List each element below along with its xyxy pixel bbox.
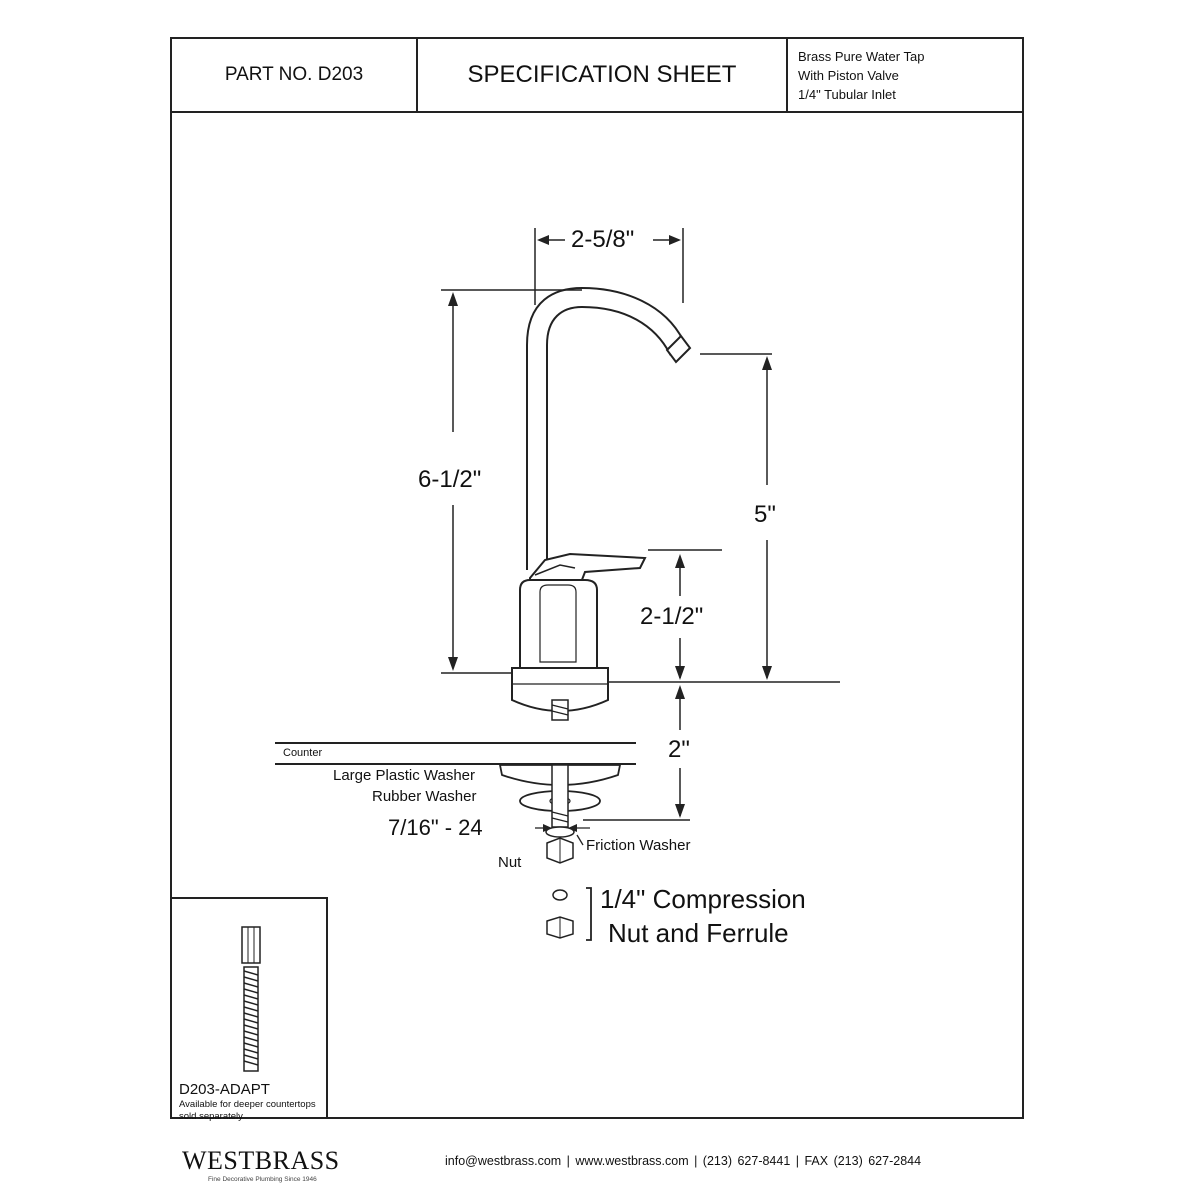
faucet-body: [519, 579, 598, 669]
adapter-box: D203-ADAPT Available for deeper countert…: [172, 897, 328, 1122]
adapter-drawing: [241, 926, 261, 1072]
label-spout-height: 5": [754, 501, 776, 528]
label-nut: Nut: [498, 854, 522, 871]
ferrule: [552, 889, 568, 901]
dim-overall-height: [441, 289, 582, 674]
thread-callout: [535, 824, 590, 846]
aerator: [665, 334, 692, 364]
label-counter: Counter: [283, 747, 323, 759]
adapter-note: Available for deeper countertops sold se…: [179, 1099, 316, 1122]
adapter-name: D203-ADAPT: [179, 1081, 270, 1098]
label-thread-size: 7/16" - 24: [388, 815, 483, 840]
spout: [526, 286, 685, 570]
dim-spout-height: [608, 353, 840, 683]
description-line-2: With Piston Valve: [798, 67, 899, 83]
label-compression-2: Nut and Ferrule: [608, 918, 789, 948]
label-large-plastic-washer: Large Plastic Washer: [333, 767, 476, 784]
dim-spout-reach: [534, 228, 684, 305]
label-handle-height: 2-1/2": [640, 603, 704, 630]
logo-tagline: Fine Decorative Plumbing Since 1946: [208, 1176, 317, 1183]
label-friction-washer: Friction Washer: [586, 837, 691, 854]
label-overall-height: 6-1/2": [418, 466, 482, 493]
part-number: PART NO. D203: [172, 39, 418, 113]
product-description: Brass Pure Water Tap With Piston Valve 1…: [788, 39, 1022, 113]
dim-shank-length: [583, 685, 690, 821]
friction-washer: [545, 826, 575, 838]
spec-sheet-frame: PART NO. D203 SPECIFICATION SHEET Brass …: [170, 37, 1024, 1122]
label-compression-1: 1/4" Compression: [600, 884, 806, 914]
label-shank-length: 2": [668, 736, 690, 763]
label-rubber-washer: Rubber Washer: [372, 788, 477, 805]
westbrass-logo: WESTBRASS: [182, 1146, 340, 1175]
contact-info: info@westbrass.com | www.westbrass.com |…: [445, 1154, 922, 1168]
dim-handle-height: [648, 549, 722, 680]
description-line-1: Brass Pure Water Tap: [798, 48, 925, 64]
sheet-title: SPECIFICATION SHEET: [418, 39, 788, 113]
description-line-3: 1/4" Tubular Inlet: [798, 86, 896, 102]
label-spout-reach: 2-5/8": [571, 226, 635, 253]
